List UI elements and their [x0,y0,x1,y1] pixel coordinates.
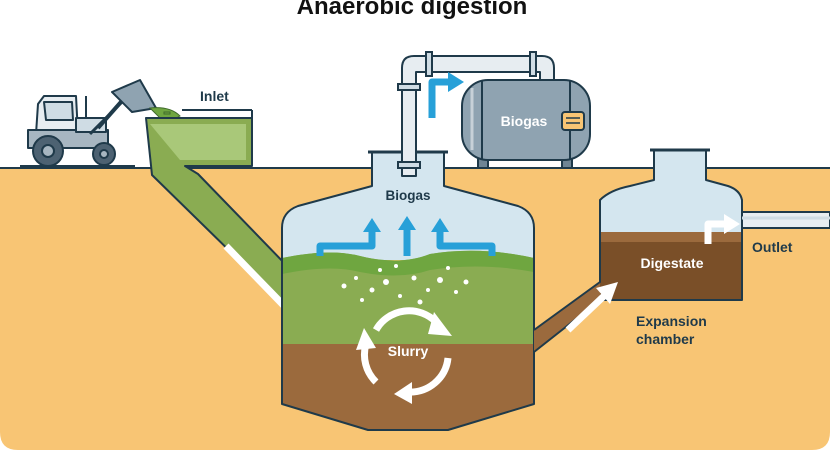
inlet-hopper [145,109,321,311]
pressure-gauge [561,111,585,131]
outlet-pipe [741,211,830,229]
expansion-chamber-label-line1: Expansion [636,313,707,329]
biogas-to-tank-arrow [428,78,450,118]
diagram-title: Anaerobic digestion [297,0,528,20]
gas-pipe [397,51,555,177]
tractor [20,79,157,167]
digestate-label: Digestate [640,255,703,271]
outlet-label: Outlet [752,239,793,255]
biogas-rise-arrows [316,228,496,256]
digester-gas-space [282,152,534,260]
gas-bubbles [341,264,469,305]
slurry-label: Slurry [388,343,429,359]
digester-green-layer [282,250,534,344]
tank-biogas-label: Biogas [501,113,548,129]
chamber-inflow-arrow [565,293,607,333]
biogas-storage-tank [461,79,591,169]
expansion-chamber-label-line2: chamber [636,331,695,347]
outlet-flow-arrow [704,220,728,244]
inlet-label: Inlet [200,88,229,104]
dome-biogas-label: Biogas [385,188,430,203]
